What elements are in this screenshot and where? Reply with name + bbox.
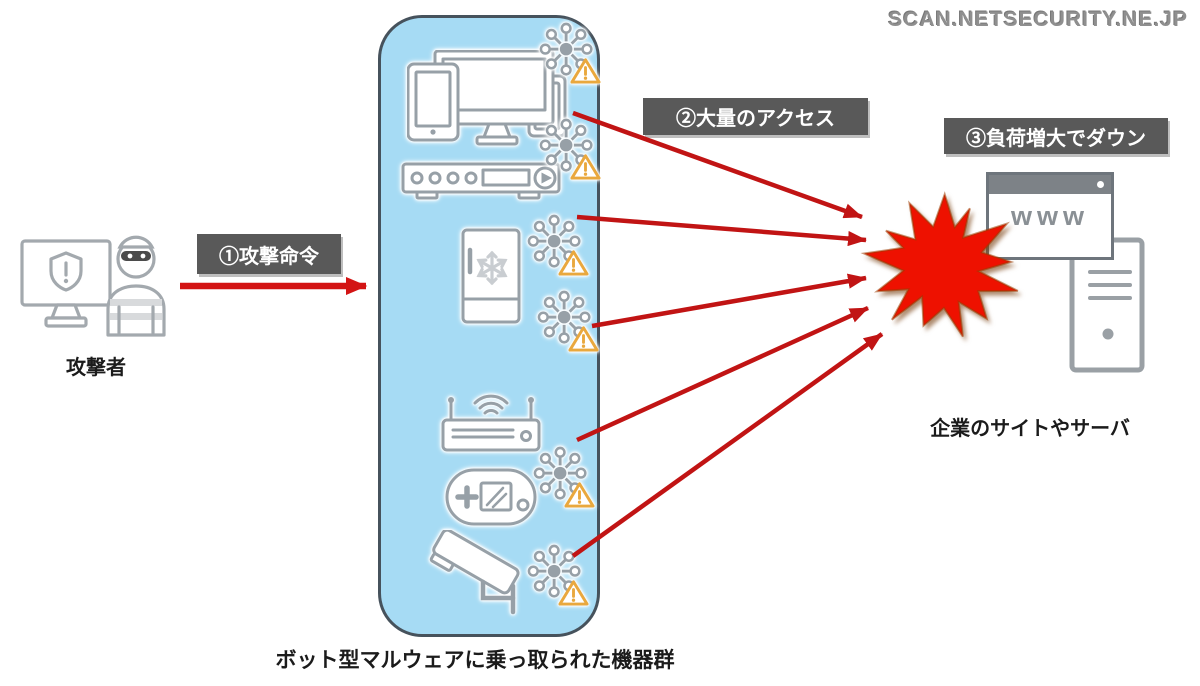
botnet-device-panel [378,15,601,637]
malware-virus-icon [537,290,599,352]
malware-virus-icon [527,214,589,276]
device-icon-refrigerator [461,228,521,324]
attacker-label: 攻撃者 [66,357,126,379]
malware-virus-icon [527,544,589,606]
browser-titlebar [989,175,1111,194]
masked-hacker-icon [20,235,166,337]
snowflake-icon [476,250,508,286]
step3-overload-down-label: ③負荷増大でダウン [944,118,1168,154]
malware-virus-icon [533,446,595,508]
step1-attack-command-label: ①攻撃命令 [197,234,341,274]
malware-virus-icon [539,22,601,84]
browser-window-icon: www [986,172,1114,260]
ddos-arrows [571,110,884,558]
botnet-caption: ボット型マルウェアに乗っ取られた機器群 [275,649,675,672]
target-label: 企業のサイトやサーバ [930,418,1130,440]
device-icon-security-camera [425,530,537,620]
watermark: SCAN.NETSECURITY.NE.JP [888,8,1188,31]
device-icon-pc-group [407,50,567,146]
device-icon-wifi-router [441,392,541,454]
step2-mass-access-label: ②大量のアクセス [643,98,868,135]
browser-titlebar-dot [1097,181,1104,188]
device-icon-game-console [445,468,537,526]
malware-virus-icon [539,118,601,180]
attacker-icon [20,235,172,337]
device-icon-media-player [401,162,561,202]
browser-www-text: www [1010,201,1089,231]
